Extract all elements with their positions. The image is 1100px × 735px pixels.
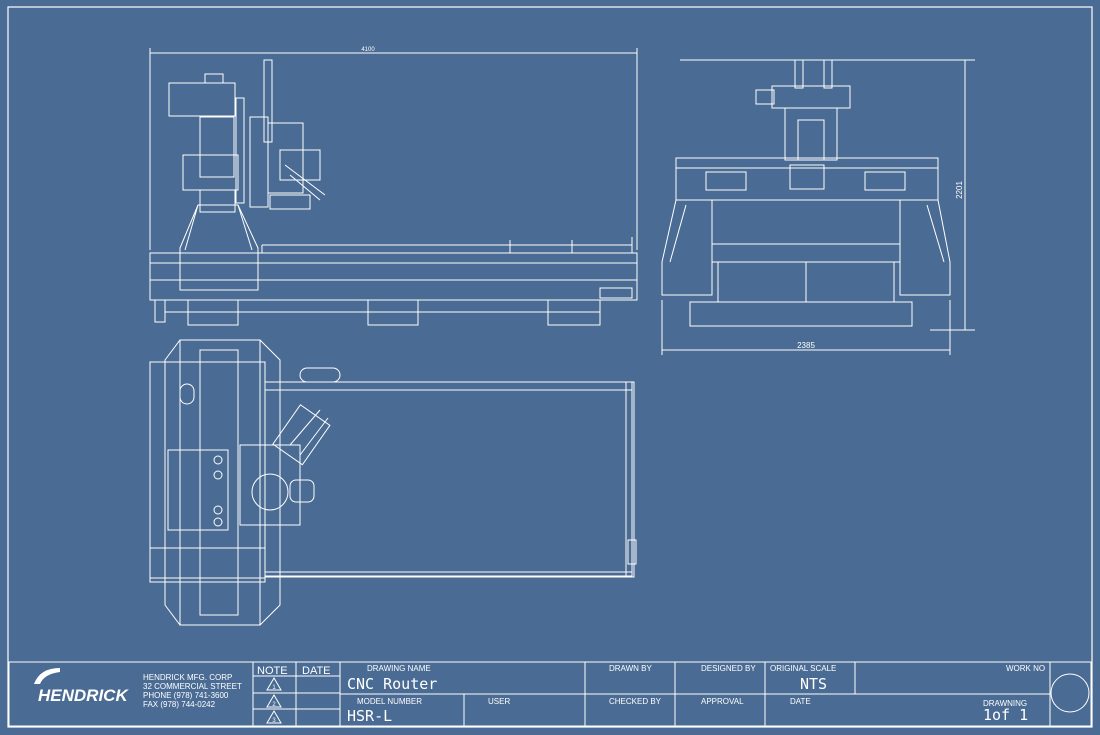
drawn-by-label: DRAWN BY xyxy=(609,664,652,673)
drawing-name-label: DRAWING NAME xyxy=(367,664,431,673)
work-no-label: WORK NO xyxy=(1006,664,1045,673)
original-scale-label: ORIGINAL SCALE xyxy=(770,664,836,673)
model-number: HSR-L xyxy=(347,707,392,725)
company-name: HENDRICK MFG. CORP xyxy=(143,673,232,682)
revision-triangle-icon xyxy=(266,677,282,691)
company-phone: PHONE (978) 741-3600 xyxy=(143,691,229,700)
user-label: USER xyxy=(488,697,510,706)
side-width-dimension: 4100 xyxy=(361,47,375,53)
approval-label: APPROVAL xyxy=(701,697,744,706)
title-block xyxy=(8,661,1092,727)
company-fax: FAX (978) 744-0242 xyxy=(143,700,216,709)
date-header: DATE xyxy=(302,665,331,677)
revision-2: 2 xyxy=(272,702,276,708)
top-view xyxy=(149,339,637,626)
drawning-label: DRAWNING xyxy=(983,699,1027,708)
checked-by-label: CHECKED BY xyxy=(609,697,662,706)
end-view xyxy=(661,59,975,355)
revision-icons xyxy=(266,677,282,724)
drawing-name: CNC Router xyxy=(347,675,437,693)
end-height-dimension: 2201 xyxy=(955,181,964,199)
revision-triangle-icon xyxy=(266,694,282,708)
end-width-dimension: 2385 xyxy=(797,341,815,350)
designed-by-label: DESIGNED BY xyxy=(701,664,756,673)
date-label: DATE xyxy=(790,697,811,706)
revision-1: 1 xyxy=(272,685,276,691)
svg-text:HENDRICK: HENDRICK xyxy=(38,686,129,705)
original-scale: NTS xyxy=(800,675,827,693)
company-street: 32 COMMERCIAL STREET xyxy=(143,682,242,691)
model-number-label: MODEL NUMBER xyxy=(357,697,422,706)
work-no-circle xyxy=(1050,673,1090,713)
note-header: NOTE xyxy=(257,665,288,677)
side-view xyxy=(149,48,638,326)
drawing-border xyxy=(7,6,1093,728)
sheet-number: 1of 1 xyxy=(983,706,1028,724)
revision-triangle-icon xyxy=(266,710,282,724)
hendrick-logo: HENDRICK xyxy=(34,668,129,705)
revision-3: 3 xyxy=(272,718,276,724)
